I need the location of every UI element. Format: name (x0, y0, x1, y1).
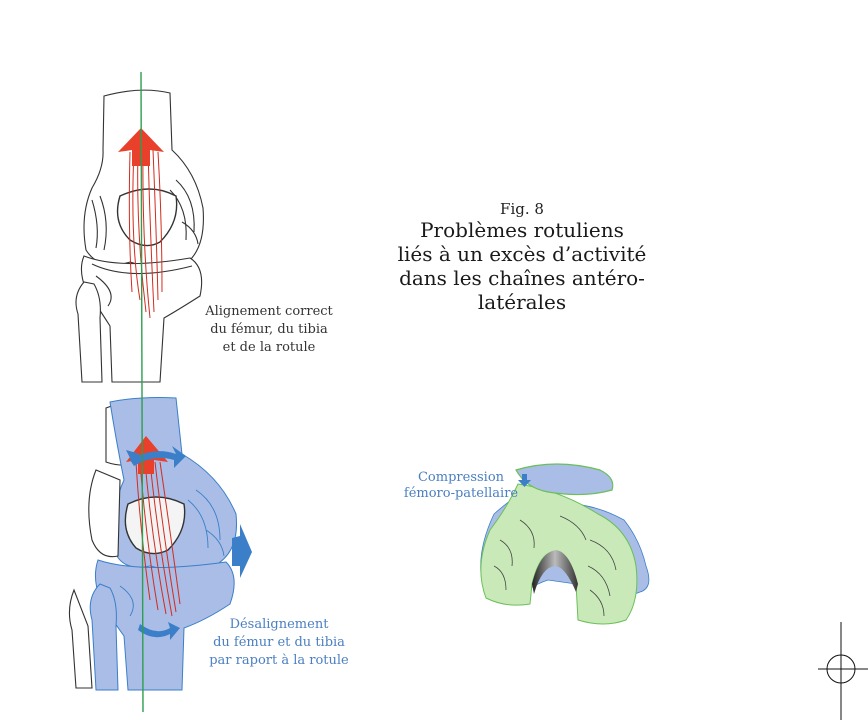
femoro-patellar-detail (480, 463, 650, 625)
blue-arrowhead-left (126, 450, 140, 462)
trochlear-groove (532, 550, 578, 594)
patella-detail (515, 463, 614, 496)
caption-compression: Compression fémoro-patellaire (403, 470, 519, 501)
knee-correct-alignment (75, 89, 204, 383)
figure-title: Problèmes rotuliens liés à un excès d’ac… (397, 218, 647, 314)
blue-lateral-arrow (232, 524, 252, 578)
patella-misaligned (124, 496, 186, 555)
green-axis-line (140, 71, 144, 713)
blue-rotation-arrow-top (130, 446, 186, 468)
caption-correct-alignment: Alignement correct du fémur, du tibia et… (205, 304, 333, 355)
fibula-outline (75, 281, 103, 383)
caption-misalignment: Désalignement du fémur et du tibia par r… (209, 617, 349, 668)
fibula-blue (89, 583, 119, 691)
quadriceps-fibers-bottom (135, 461, 181, 617)
quadriceps-fibers-top (128, 149, 163, 319)
figure-number: Fig. 8 (500, 200, 544, 218)
blue-tibial-rotation-arrow (138, 622, 180, 640)
registration-mark (818, 622, 868, 720)
compression-arrow (518, 474, 531, 487)
